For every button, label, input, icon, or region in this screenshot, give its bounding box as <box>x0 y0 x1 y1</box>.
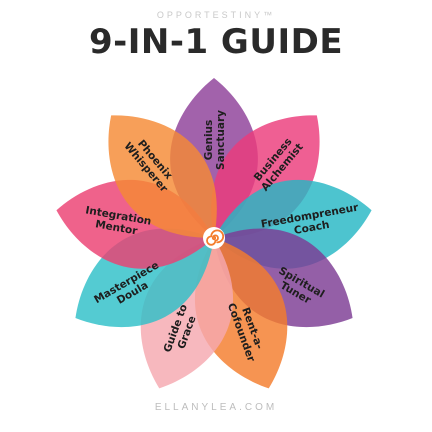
footer-site: ELLANYLEA.COM <box>154 402 278 413</box>
page-title: 9-IN-1 GUIDE <box>88 22 344 62</box>
spiral-stroke <box>206 229 225 246</box>
petal-label-line: Sanctuary <box>215 110 227 170</box>
petal-label-genius-sanctuary: GeniusSanctuary <box>203 110 227 170</box>
spiral-icon <box>203 227 225 249</box>
petal-label-line: Genius <box>203 120 215 161</box>
brand-name: OPPORTESTINY™ <box>156 10 276 20</box>
petal-layer <box>56 78 372 389</box>
petal-shape <box>108 115 217 239</box>
petal-phoenix-whisperer <box>108 115 217 239</box>
